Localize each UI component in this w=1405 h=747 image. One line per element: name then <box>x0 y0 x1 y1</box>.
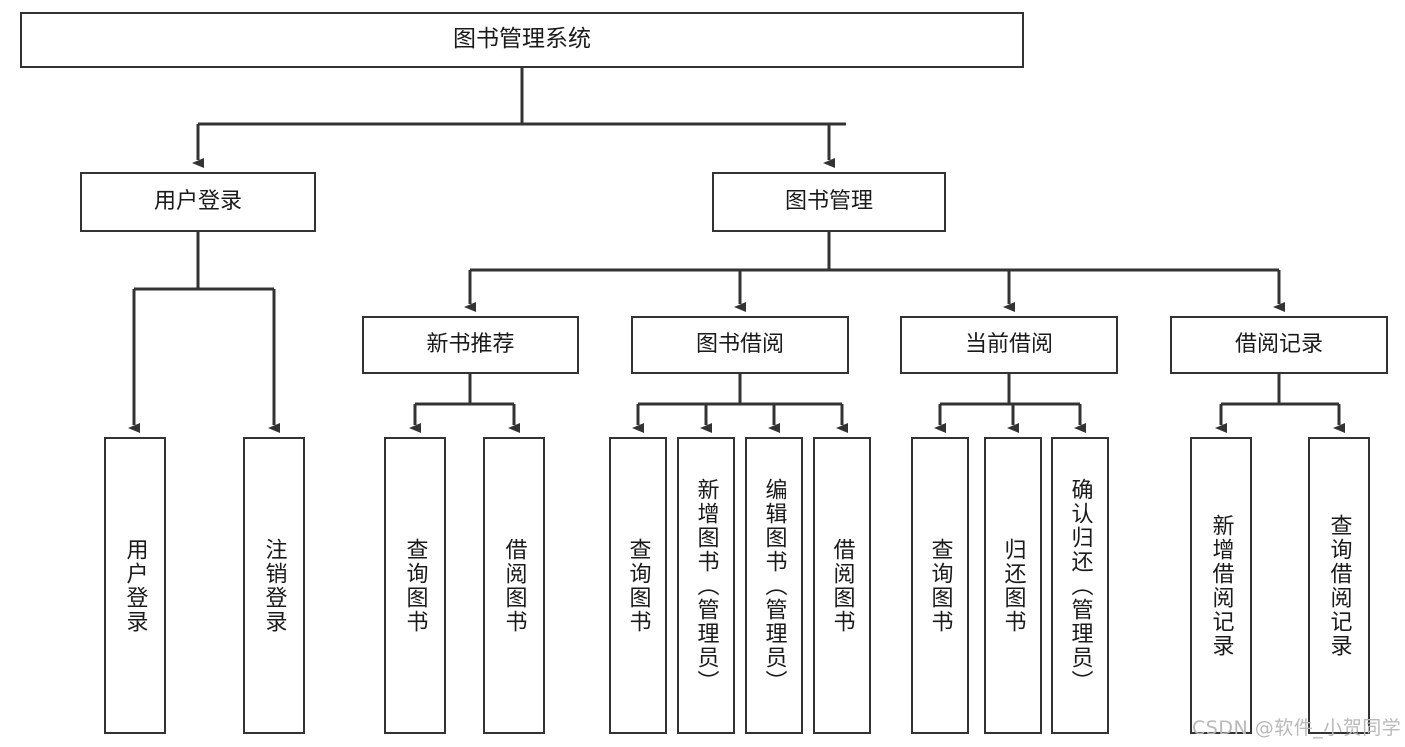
node-leaf-query-book-borrow[interactable]: 查询图书 <box>609 437 667 734</box>
node-new-book-recommend-label: 新书推荐 <box>426 331 515 357</box>
node-leaf-return-book-label: 归还图书 <box>1000 537 1026 634</box>
node-leaf-borrow-book[interactable]: 借阅图书 <box>813 437 871 734</box>
node-leaf-add-record-label: 新增借阅记录 <box>1208 513 1234 658</box>
node-current-borrow-label: 当前借阅 <box>964 331 1053 357</box>
node-leaf-query-record-label: 查询借阅记录 <box>1326 513 1352 658</box>
node-leaf-query-book-cur-label: 查询图书 <box>927 537 953 634</box>
node-root[interactable]: 图书管理系统 <box>20 12 1024 68</box>
node-leaf-query-book-rec-label: 查询图书 <box>402 537 428 634</box>
node-borrow-record-label: 借阅记录 <box>1234 331 1323 357</box>
node-leaf-edit-book-label: 编辑图书（管理员） <box>761 477 787 694</box>
node-leaf-confirm-return-label: 确认归还（管理员） <box>1067 477 1093 694</box>
node-user-login[interactable]: 用户登录 <box>80 172 316 232</box>
node-new-book-recommend[interactable]: 新书推荐 <box>362 316 579 374</box>
node-leaf-add-book-label: 新增图书（管理员） <box>693 477 719 694</box>
node-leaf-return-book[interactable]: 归还图书 <box>984 437 1042 734</box>
node-book-borrow[interactable]: 图书借阅 <box>631 316 849 374</box>
node-leaf-borrow-book-label: 借阅图书 <box>829 537 855 634</box>
node-leaf-add-record[interactable]: 新增借阅记录 <box>1190 437 1252 734</box>
node-leaf-query-book-borrow-label: 查询图书 <box>625 537 651 634</box>
node-current-borrow[interactable]: 当前借阅 <box>900 316 1118 374</box>
node-leaf-query-book-cur[interactable]: 查询图书 <box>911 437 969 734</box>
node-leaf-edit-book[interactable]: 编辑图书（管理员） <box>745 437 803 734</box>
node-leaf-user-login-label: 用户登录 <box>122 537 148 634</box>
node-leaf-user-login[interactable]: 用户登录 <box>104 437 166 734</box>
node-leaf-add-book[interactable]: 新增图书（管理员） <box>677 437 735 734</box>
node-book-manage-label: 图书管理 <box>784 188 873 214</box>
watermark: CSDN @软件_小贺同学 <box>1192 717 1402 739</box>
node-book-manage[interactable]: 图书管理 <box>712 172 946 232</box>
node-leaf-confirm-return[interactable]: 确认归还（管理员） <box>1051 437 1109 734</box>
node-leaf-logout-label: 注销登录 <box>261 537 287 634</box>
node-leaf-logout[interactable]: 注销登录 <box>243 437 305 734</box>
node-leaf-borrow-book-rec[interactable]: 借阅图书 <box>483 437 545 734</box>
node-leaf-query-book-rec[interactable]: 查询图书 <box>384 437 446 734</box>
node-user-login-label: 用户登录 <box>153 188 242 214</box>
node-book-borrow-label: 图书借阅 <box>695 331 784 357</box>
node-borrow-record[interactable]: 借阅记录 <box>1170 316 1388 374</box>
node-leaf-query-record[interactable]: 查询借阅记录 <box>1308 437 1370 734</box>
node-root-label: 图书管理系统 <box>453 26 591 53</box>
node-leaf-borrow-book-rec-label: 借阅图书 <box>501 537 527 634</box>
